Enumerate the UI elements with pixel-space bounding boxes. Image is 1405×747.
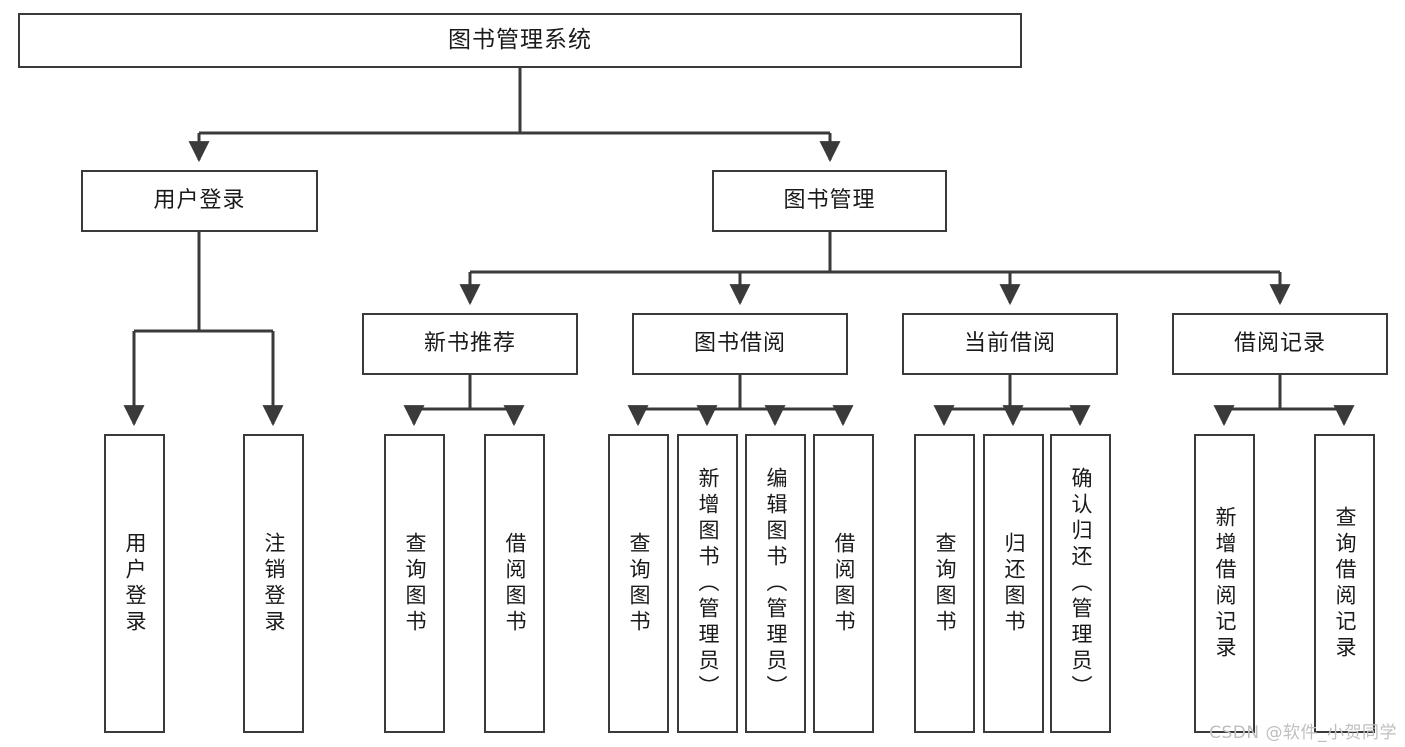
leaf-edit-book[interactable]: 编辑图书（管理员）	[745, 434, 806, 733]
node-label: 用户登录	[123, 531, 147, 636]
node-label: 查询图书	[627, 531, 651, 636]
node-new-book-recommend[interactable]: 新书推荐	[362, 313, 578, 375]
node-label: 确认归还（管理员）	[1069, 466, 1093, 701]
leaf-add-book[interactable]: 新增图书（管理员）	[677, 434, 738, 733]
node-root-system[interactable]: 图书管理系统	[18, 13, 1022, 68]
node-book-management[interactable]: 图书管理	[712, 170, 947, 232]
node-label: 当前借阅	[963, 330, 1056, 356]
node-label: 图书管理系统	[448, 26, 592, 53]
leaf-query-book-recommend[interactable]: 查询图书	[384, 434, 445, 733]
watermark: CSDN @软件_小贺同学	[1209, 723, 1397, 743]
node-label: 新书推荐	[423, 330, 516, 356]
node-book-borrow[interactable]: 图书借阅	[632, 313, 848, 375]
leaf-logout-login[interactable]: 注销登录	[243, 434, 304, 733]
node-label: 借阅图书	[503, 531, 527, 636]
node-borrow-record[interactable]: 借阅记录	[1172, 313, 1388, 375]
node-label: 新增借阅记录	[1213, 505, 1237, 662]
node-user-login[interactable]: 用户登录	[81, 170, 318, 232]
node-current-borrow[interactable]: 当前借阅	[902, 313, 1118, 375]
node-label: 查询图书	[403, 531, 427, 636]
node-label: 图书管理	[783, 187, 876, 213]
leaf-confirm-return[interactable]: 确认归还（管理员）	[1050, 434, 1111, 733]
node-label: 用户登录	[153, 187, 246, 213]
leaf-query-book-borrow[interactable]: 查询图书	[608, 434, 669, 733]
leaf-return-book[interactable]: 归还图书	[983, 434, 1044, 733]
node-label: 借阅记录	[1233, 330, 1326, 356]
node-label: 新增图书（管理员）	[696, 466, 720, 701]
node-label: 编辑图书（管理员）	[764, 466, 788, 701]
leaf-user-login[interactable]: 用户登录	[104, 434, 165, 733]
leaf-add-borrow-record[interactable]: 新增借阅记录	[1194, 434, 1255, 733]
node-label: 注销登录	[262, 531, 286, 636]
leaf-query-book-current[interactable]: 查询图书	[914, 434, 975, 733]
node-label: 归还图书	[1002, 531, 1026, 636]
leaf-query-borrow-record[interactable]: 查询借阅记录	[1314, 434, 1375, 733]
node-label: 图书借阅	[693, 330, 786, 356]
node-label: 查询图书	[933, 531, 957, 636]
leaf-borrow-book[interactable]: 借阅图书	[813, 434, 874, 733]
node-label: 借阅图书	[832, 531, 856, 636]
node-label: 查询借阅记录	[1333, 505, 1357, 662]
leaf-borrow-book-recommend[interactable]: 借阅图书	[484, 434, 545, 733]
